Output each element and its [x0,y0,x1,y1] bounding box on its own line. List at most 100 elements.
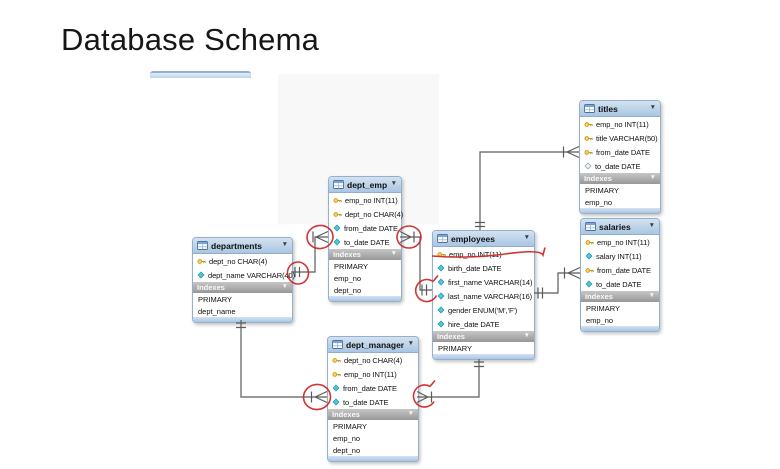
chevron-down-icon[interactable]: ▼ [407,410,414,418]
index-row[interactable]: PRIMARY [586,303,621,313]
table-footer [581,326,659,331]
index-row[interactable]: emp_no [333,433,361,443]
chevron-down-icon[interactable]: ▼ [649,104,656,112]
column-row[interactable]: first_name VARCHAR(14) [433,275,534,289]
column-row[interactable]: from_date DATE [580,145,660,159]
column-label: to_date DATE [595,161,641,171]
primary-key-icon [437,250,446,259]
column-row[interactable]: emp_no INT(11) [329,193,401,207]
column-icon [437,264,445,272]
chevron-down-icon[interactable]: ▼ [407,340,414,348]
column-row[interactable]: emp_no INT(11) [581,235,659,249]
column-row[interactable]: dept_name VARCHAR(40) [193,268,295,282]
index-row[interactable]: emp_no [585,197,613,207]
column-row[interactable]: dept_no CHAR(4) [193,254,292,268]
table-header[interactable]: employees▼ [433,231,534,247]
column-row[interactable]: from_date DATE [328,381,418,395]
column-label: birth_date DATE [448,263,502,273]
table-dept_emp[interactable]: dept_emp▼emp_no INT(11)dept_no CHAR(4)fr… [328,176,403,302]
chevron-down-icon[interactable]: ▼ [648,292,655,300]
column-row[interactable]: from_date DATE [329,221,401,235]
table-departments[interactable]: departments ▼ dept_no CHAR(4) dept_name VAR… [192,237,295,323]
index-row[interactable]: PRIMARY [333,421,368,431]
rel-salaries-employees-crowfoot [563,266,581,280]
column-row[interactable]: last_name VARCHAR(16) [433,289,534,303]
indexes-section-header[interactable]: Indexes▼ [581,291,659,302]
cropped-table-remnant [150,71,251,78]
column-row[interactable]: dept_no CHAR(4) [328,353,418,367]
column-row[interactable]: emp_no INT(11) [433,247,534,261]
index-row[interactable]: dept_name [198,306,236,316]
column-row[interactable]: salary INT(11) [581,249,659,263]
column-label: emp_no INT(11) [344,369,397,379]
table-dept_manager[interactable]: dept_manager▼ dept_no CHAR(4) emp_no INT(1… [327,336,419,462]
indexes-label: Indexes [333,250,361,259]
chevron-down-icon[interactable]: ▼ [390,180,397,188]
table-icon [584,104,595,113]
column-row[interactable]: birth_date DATE [433,261,534,275]
column-nullable-icon [584,162,592,170]
chevron-down-icon[interactable]: ▼ [281,241,288,249]
column-row[interactable]: emp_no INT(11) [328,367,418,381]
primary-key-icon [584,134,593,143]
column-row[interactable]: title VARCHAR(50) [580,131,660,145]
column-label: emp_no INT(11) [596,119,649,129]
column-icon [585,252,593,260]
index-row[interactable]: PRIMARY [438,343,473,353]
indexes-section-header[interactable]: Indexes ▼ [329,249,401,260]
indexes-section-header[interactable]: Indexes▼ [580,173,660,184]
table-header[interactable]: dept_manager▼ [328,337,418,353]
table-name: dept_emp [347,179,388,190]
index-row[interactable]: emp_no [334,273,362,283]
table-name: departments [211,240,263,251]
rel-dept_manager-employees-crowfoot [416,390,433,404]
chevron-down-icon[interactable]: ▼ [281,283,288,291]
table-header[interactable]: titles▼ [580,101,660,117]
table-footer [433,354,534,359]
chevron-down-icon[interactable]: ▼ [523,234,530,242]
table-employees[interactable]: employees▼emp_no INT(11) birth_date DATE f… [432,230,535,360]
column-row[interactable]: gender ENUM('M','F') [433,303,534,317]
column-row[interactable]: to_date DATE [329,235,401,249]
primary-key-icon [584,120,593,129]
column-row[interactable]: emp_no INT(11) [580,117,660,131]
index-row[interactable]: dept_no [334,285,362,295]
table-header[interactable]: departments ▼ [193,238,292,254]
table-icon [332,340,343,349]
indexes-label: Indexes [332,410,360,419]
chevron-down-icon[interactable]: ▼ [648,222,655,230]
indexes-section-header[interactable]: Indexes ▼ [433,331,534,342]
index-row[interactable]: dept_no [333,445,361,455]
indexes-section-header[interactable]: Indexes▼ [193,282,292,293]
column-label: hire_date DATE [448,319,500,329]
column-label: dept_no CHAR(4) [344,355,403,365]
column-row[interactable]: to_date DATE [328,395,418,409]
column-label: to_date DATE [344,237,390,247]
column-label: emp_no INT(11) [345,195,398,205]
column-row[interactable]: to_date DATE [581,277,659,291]
column-label: dept_name VARCHAR(40) [208,270,295,280]
column-row[interactable]: from_date DATE [581,263,659,277]
column-row[interactable]: to_date DATE [580,159,660,173]
chevron-down-icon[interactable]: ▼ [523,332,530,340]
column-label: first_name VARCHAR(14) [448,277,533,287]
chevron-down-icon[interactable]: ▼ [390,250,397,258]
table-salaries[interactable]: salaries▼emp_no INT(11)salary INT(11)fro… [580,218,660,332]
table-header[interactable]: salaries▼ [581,219,659,235]
index-row[interactable]: PRIMARY [198,294,233,304]
indexes-label: Indexes [437,332,465,341]
index-row[interactable]: emp_no [586,315,614,325]
chevron-down-icon[interactable]: ▼ [649,174,656,182]
column-row[interactable]: dept_no CHAR(4) [329,207,403,221]
index-row[interactable]: PRIMARY [334,261,369,271]
column-icon [437,292,445,300]
table-titles[interactable]: titles▼ emp_no INT(11) title VARCHAR(50) fr… [579,100,661,214]
table-header[interactable]: dept_emp▼ [329,177,401,193]
column-icon [332,398,340,406]
column-label: from_date DATE [596,147,650,157]
rel-titles-employees-crowfoot [562,145,580,159]
indexes-section-header[interactable]: Indexes ▼ [328,409,418,420]
column-row[interactable]: hire_date DATE [433,317,534,331]
table-footer [328,456,418,461]
index-row[interactable]: PRIMARY [585,185,620,195]
